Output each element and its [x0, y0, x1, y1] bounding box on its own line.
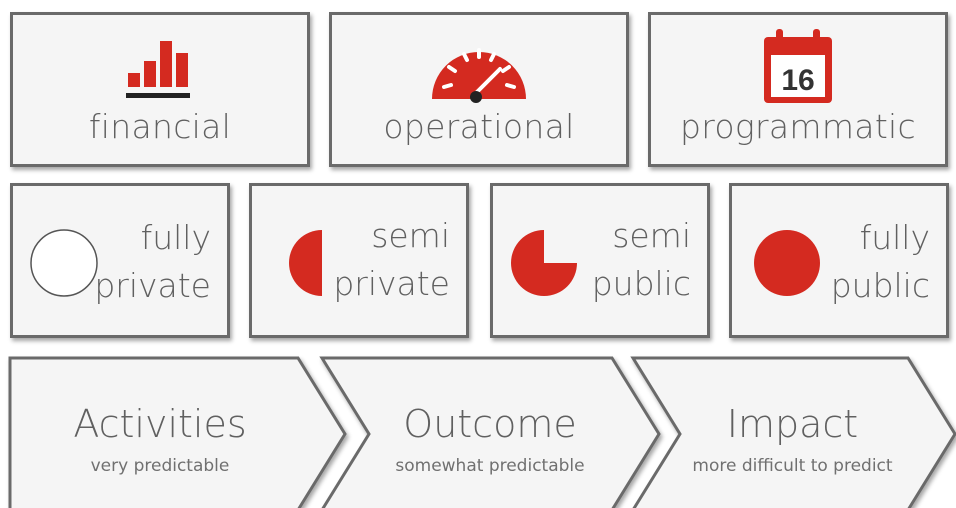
level-text: fully private: [94, 214, 211, 310]
level-line2: private: [333, 264, 450, 303]
stage-chevron-impact: [630, 356, 956, 508]
category-label: programmatic: [680, 107, 916, 146]
category-box-financial: financial: [10, 12, 310, 167]
category-box-operational: operational: [329, 12, 629, 167]
stage-title: Outcome: [403, 402, 577, 446]
three-quarter-circle-icon: [511, 230, 577, 296]
stage-chevron-outcome: [319, 356, 661, 508]
calendar-icon: 16: [764, 29, 832, 103]
level-text: semi private: [333, 212, 450, 308]
level-line2: public: [830, 266, 930, 305]
level-line1: fully: [140, 218, 211, 257]
stage-subtitle: somewhat predictable: [395, 456, 585, 476]
full-circle-icon: [754, 230, 820, 296]
speedometer-icon: [432, 48, 526, 103]
level-box-semi-private: semi private: [249, 183, 469, 338]
stage-title: Activities: [73, 402, 247, 446]
level-box-fully-private: fully private: [10, 183, 230, 338]
stage-chevron-activities: [8, 356, 347, 508]
level-text: fully public: [831, 214, 930, 310]
level-line2: public: [591, 264, 691, 303]
category-box-programmatic: 16 programmatic: [648, 12, 948, 167]
level-line1: fully: [859, 218, 930, 257]
level-line2: private: [94, 266, 211, 305]
stage-subtitle: very predictable: [90, 456, 230, 476]
level-text: semi public: [592, 212, 691, 308]
category-label: operational: [383, 107, 575, 146]
stage-subtitle: more difficult to predict: [692, 456, 893, 476]
bar-chart-icon: [126, 41, 190, 98]
level-box-fully-public: fully public: [729, 183, 949, 338]
category-label: financial: [88, 107, 232, 146]
level-line1: semi: [371, 216, 450, 255]
half-circle-icon: [289, 230, 322, 296]
level-line1: semi: [612, 216, 691, 255]
stage-title: Impact: [726, 402, 859, 446]
level-box-semi-public: semi public: [490, 183, 710, 338]
empty-circle-icon: [30, 229, 98, 297]
calendar-day-text: 16: [781, 64, 814, 97]
